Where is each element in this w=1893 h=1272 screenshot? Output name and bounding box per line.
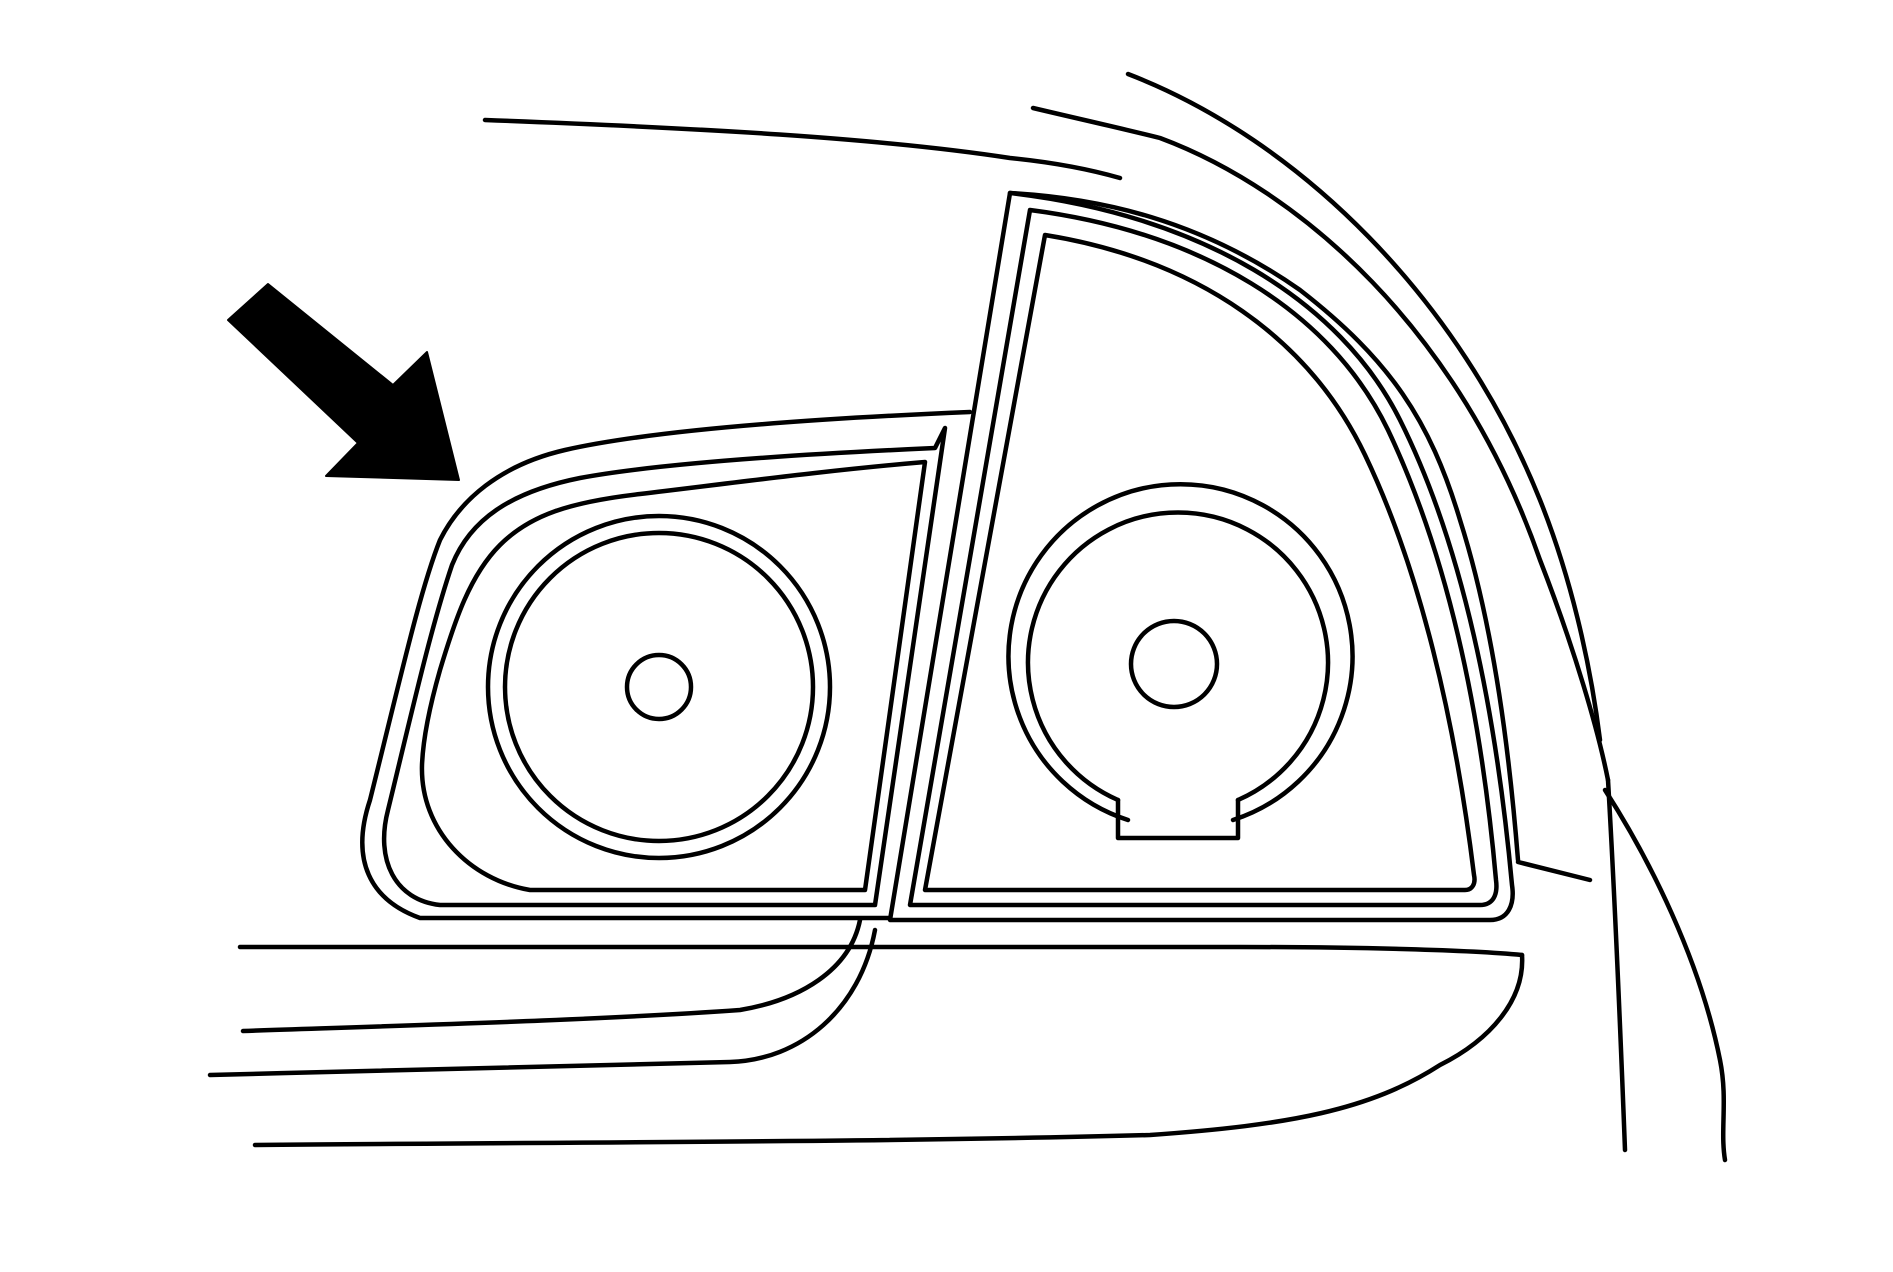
pointer-arrow [227,283,460,481]
inner-lamp-bulb-center [624,652,694,722]
bumper-top-line [237,944,1525,958]
outer-tail-lamp [887,190,1515,923]
body-panel-lines [207,71,1728,1163]
inner-lamp-outer-frame [360,409,973,921]
quarter-panel-upper-line [1030,105,1611,783]
outer-lamp-middle-frame [907,207,1499,908]
quarter-panel-outer-curve [1125,71,1603,743]
bumper-curve-line [252,952,1525,1148]
outer-lamp-outer-frame [887,190,1515,923]
outer-lamp-inner-frame [922,232,1477,893]
inner-lamp-middle-frame [381,425,948,908]
lamp-bezel-top-curve [1007,190,1521,863]
inner-lamp-bulb-ring-outer [485,513,833,861]
outer-lamp-bulb-ring-inner [1025,510,1331,803]
outer-lamp-bulb-center [1128,618,1220,710]
bumper-crease-line [1515,859,1593,883]
bumper-mid-line [240,917,863,1034]
quarter-panel-edge [1602,787,1728,1163]
bumper-lower-line [207,927,878,1078]
inner-tail-lamp [360,409,973,921]
trunk-lid-top-line [482,117,1123,181]
outer-lamp-bulb-socket-tab [1115,797,1241,841]
inner-lamp-bulb-ring-inner [502,530,816,844]
quarter-panel-seam [1605,777,1628,1153]
inner-lamp-inner-frame [419,459,928,893]
outer-lamp-bulb-ring [1006,481,1355,823]
